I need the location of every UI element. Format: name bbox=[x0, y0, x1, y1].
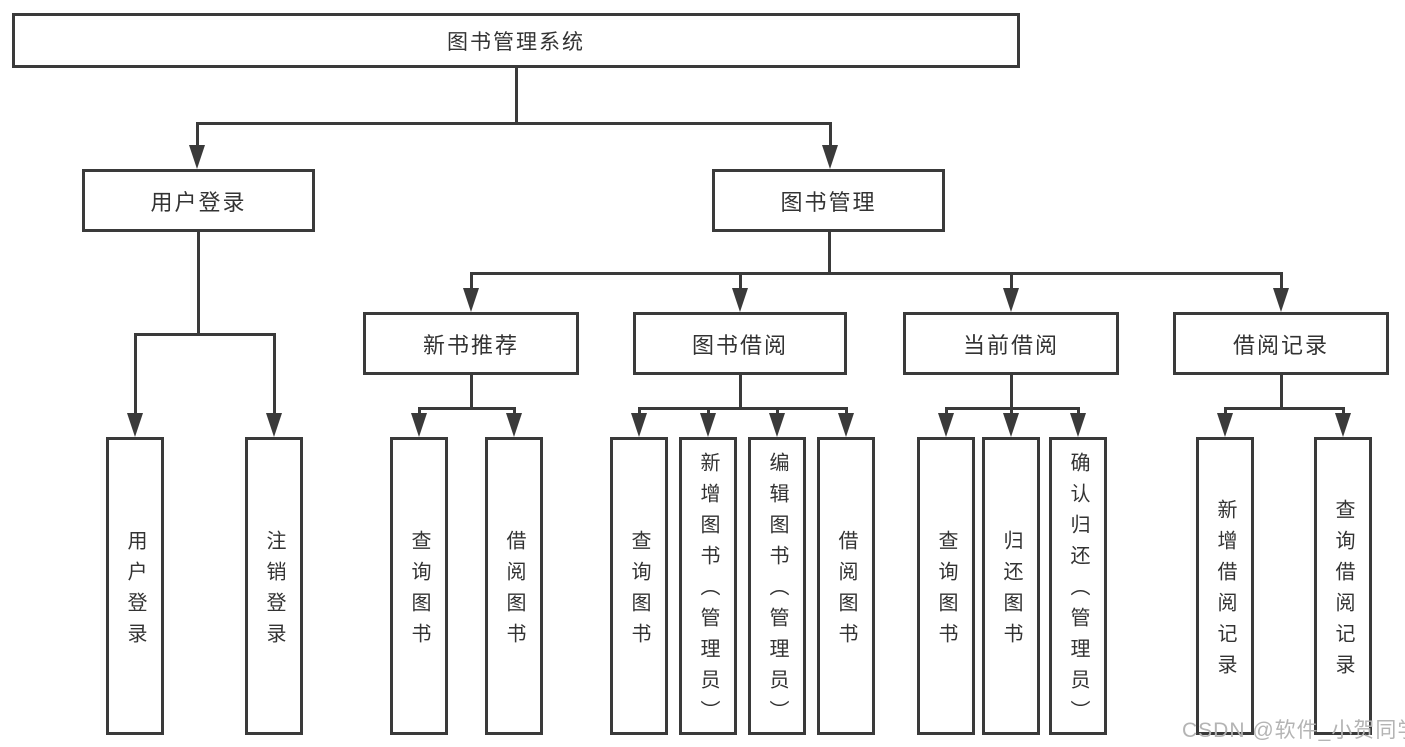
connector-line bbox=[134, 333, 276, 336]
arrowhead bbox=[127, 413, 143, 437]
arrowhead bbox=[1003, 413, 1019, 437]
connector-line bbox=[196, 122, 832, 125]
connector-line bbox=[418, 407, 421, 416]
connector-line bbox=[134, 333, 137, 415]
leaf-label: 借阅图书 bbox=[835, 529, 857, 654]
leaf-label: 新增图书（管理员） bbox=[697, 452, 719, 731]
connector-line bbox=[1280, 272, 1283, 292]
leaf-label: 借阅图书 bbox=[503, 529, 525, 654]
connector-line bbox=[1280, 375, 1283, 409]
connector-line bbox=[197, 232, 200, 335]
leaf-label: 确认归还（管理员） bbox=[1067, 452, 1089, 731]
connector-line bbox=[1010, 272, 1013, 292]
node-book-borrowing: 图书借阅 bbox=[633, 312, 847, 375]
arrowhead bbox=[411, 413, 427, 437]
leaf-label: 新增借阅记录 bbox=[1214, 498, 1236, 685]
arrowhead bbox=[822, 145, 838, 169]
connector-line bbox=[638, 407, 641, 416]
leaf-label: 注销登录 bbox=[263, 529, 285, 654]
leaf-label: 查询图书 bbox=[408, 529, 430, 654]
leaf-label: 归还图书 bbox=[1000, 529, 1022, 654]
node-borrowing-records: 借阅记录 bbox=[1173, 312, 1389, 375]
leaf-add-books-admin: 新增图书（管理员） bbox=[679, 437, 737, 735]
connector-line bbox=[776, 407, 779, 416]
arrowhead bbox=[1217, 413, 1233, 437]
arrowhead bbox=[631, 413, 647, 437]
arrowhead bbox=[506, 413, 522, 437]
arrowhead bbox=[732, 288, 748, 312]
leaf-label: 查询图书 bbox=[935, 529, 957, 654]
leaf-logout: 注销登录 bbox=[245, 437, 303, 735]
arrowhead bbox=[838, 413, 854, 437]
connector-line bbox=[1342, 407, 1345, 416]
leaf-query-books-borrowing: 查询图书 bbox=[610, 437, 668, 735]
connector-line bbox=[1077, 407, 1080, 416]
connector-line bbox=[739, 272, 742, 292]
node-book-management: 图书管理 bbox=[712, 169, 945, 232]
connector-line bbox=[418, 407, 516, 410]
arrowhead bbox=[938, 413, 954, 437]
arrowhead bbox=[769, 413, 785, 437]
arrowhead bbox=[1070, 413, 1086, 437]
connector-line bbox=[470, 375, 473, 409]
csdn-watermark: CSDN @软件_小贺同学 bbox=[1182, 719, 1405, 742]
leaf-query-books-current: 查询图书 bbox=[917, 437, 975, 735]
leaf-label: 编辑图书（管理员） bbox=[766, 452, 788, 731]
connector-line bbox=[513, 407, 516, 416]
connector-line bbox=[1010, 407, 1013, 416]
leaf-borrow-books-recommend: 借阅图书 bbox=[485, 437, 543, 735]
connector-line bbox=[739, 375, 742, 409]
connector-line bbox=[828, 232, 831, 274]
leaf-label: 用户登录 bbox=[124, 529, 146, 654]
leaf-confirm-return-admin: 确认归还（管理员） bbox=[1049, 437, 1107, 735]
arrowhead bbox=[266, 413, 282, 437]
connector-line bbox=[638, 407, 848, 410]
leaf-query-books-recommend: 查询图书 bbox=[390, 437, 448, 735]
arrowhead bbox=[700, 413, 716, 437]
connector-line bbox=[1224, 407, 1227, 416]
arrowhead bbox=[1335, 413, 1351, 437]
connector-line bbox=[829, 122, 832, 148]
connector-line bbox=[273, 333, 276, 415]
connector-line bbox=[845, 407, 848, 416]
leaf-label: 查询图书 bbox=[628, 529, 650, 654]
node-user-login: 用户登录 bbox=[82, 169, 315, 232]
connector-line bbox=[707, 407, 710, 416]
node-new-book-recommendation: 新书推荐 bbox=[363, 312, 579, 375]
leaf-user-login: 用户登录 bbox=[106, 437, 164, 735]
arrowhead bbox=[1273, 288, 1289, 312]
connector-line bbox=[1224, 407, 1345, 410]
leaf-return-books: 归还图书 bbox=[982, 437, 1040, 735]
arrowhead bbox=[189, 145, 205, 169]
connector-line bbox=[470, 272, 473, 292]
leaf-query-borrow-record: 查询借阅记录 bbox=[1314, 437, 1372, 735]
leaf-label: 查询借阅记录 bbox=[1332, 498, 1354, 685]
arrowhead bbox=[463, 288, 479, 312]
connector-line bbox=[196, 122, 199, 148]
connector-line bbox=[470, 272, 1283, 275]
arrowhead bbox=[1003, 288, 1019, 312]
node-library-management-system: 图书管理系统 bbox=[12, 13, 1020, 68]
connector-line bbox=[945, 407, 948, 416]
connector-line bbox=[1010, 375, 1013, 409]
node-current-borrowing: 当前借阅 bbox=[903, 312, 1119, 375]
leaf-borrow-books: 借阅图书 bbox=[817, 437, 875, 735]
leaf-edit-books-admin: 编辑图书（管理员） bbox=[748, 437, 806, 735]
leaf-add-borrow-record: 新增借阅记录 bbox=[1196, 437, 1254, 735]
connector-line bbox=[515, 68, 518, 124]
